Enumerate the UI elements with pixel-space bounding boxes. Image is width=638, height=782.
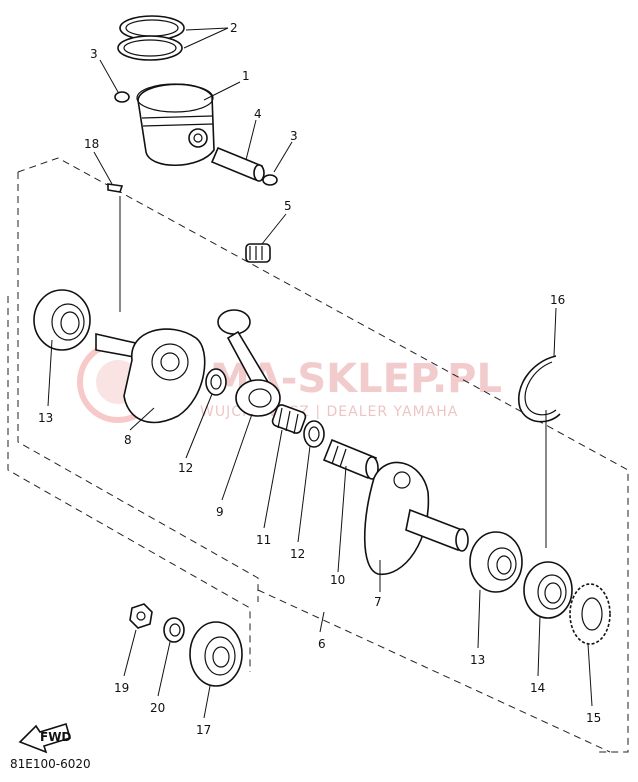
- callout-15: 15: [586, 711, 601, 725]
- callout-16: 16: [550, 293, 565, 307]
- circlip: [517, 355, 561, 423]
- callout-13-left: 13: [38, 411, 53, 425]
- woodruff-key: [107, 183, 124, 193]
- piston-pin: [210, 146, 265, 182]
- fwd-label: FWD: [40, 730, 71, 744]
- callout-12-left: 12: [178, 461, 193, 475]
- outline-crankshaft-assembly: [7, 296, 251, 672]
- piston-pin-clip-right: [262, 174, 278, 186]
- callout-6: 6: [318, 637, 326, 651]
- assembly-outlines: [7, 157, 629, 753]
- small-end-bearing: [245, 243, 271, 263]
- leader-lines: [47, 27, 593, 719]
- crank-washer: [163, 617, 185, 643]
- piston-pin-clip-left: [114, 91, 130, 103]
- callout-3-right: 3: [290, 129, 298, 143]
- callout-2: 2: [230, 21, 238, 35]
- crank-half-left: [95, 328, 206, 424]
- callout-17: 17: [196, 723, 211, 737]
- callout-20: 20: [150, 701, 165, 715]
- primary-gear: [569, 583, 611, 645]
- oil-seal-right: [523, 561, 573, 619]
- callout-19: 19: [114, 681, 129, 695]
- crank-half-right: [363, 461, 469, 575]
- callout-13-right: 13: [470, 653, 485, 667]
- callout-5: 5: [284, 199, 292, 213]
- callout-14: 14: [530, 681, 545, 695]
- bearing-right: [469, 531, 523, 593]
- callout-18: 18: [84, 137, 99, 151]
- connecting-rod: [217, 309, 281, 417]
- fwd-arrow: FWD: [18, 722, 71, 754]
- diagram-code: 81E100-6020: [10, 757, 91, 771]
- callout-7: 7: [374, 595, 382, 609]
- callout-10: 10: [330, 573, 345, 587]
- piston: [136, 83, 215, 167]
- bearing-left: [33, 289, 91, 351]
- piston-rings: [117, 15, 185, 61]
- outline-crank-box: [17, 157, 629, 753]
- big-end-bearing: [271, 404, 307, 435]
- thrust-washer-left: [205, 368, 227, 396]
- callout-3-left: 3: [90, 47, 98, 61]
- callout-12-right: 12: [290, 547, 305, 561]
- oil-seal-left: [189, 621, 243, 687]
- crank-pin: [322, 438, 379, 480]
- callout-4: 4: [254, 107, 262, 121]
- callout-9: 9: [216, 505, 224, 519]
- callout-1: 1: [242, 69, 250, 83]
- crank-nut: [129, 603, 153, 629]
- outline-bottom: [257, 589, 611, 753]
- thrust-washer-right: [303, 420, 325, 448]
- callout-numbers: 2 3 1 4 3 18 5 16 13 8 12 9 11 12 10 7 6…: [38, 21, 601, 737]
- callout-8: 8: [124, 433, 132, 447]
- callout-11: 11: [256, 533, 271, 547]
